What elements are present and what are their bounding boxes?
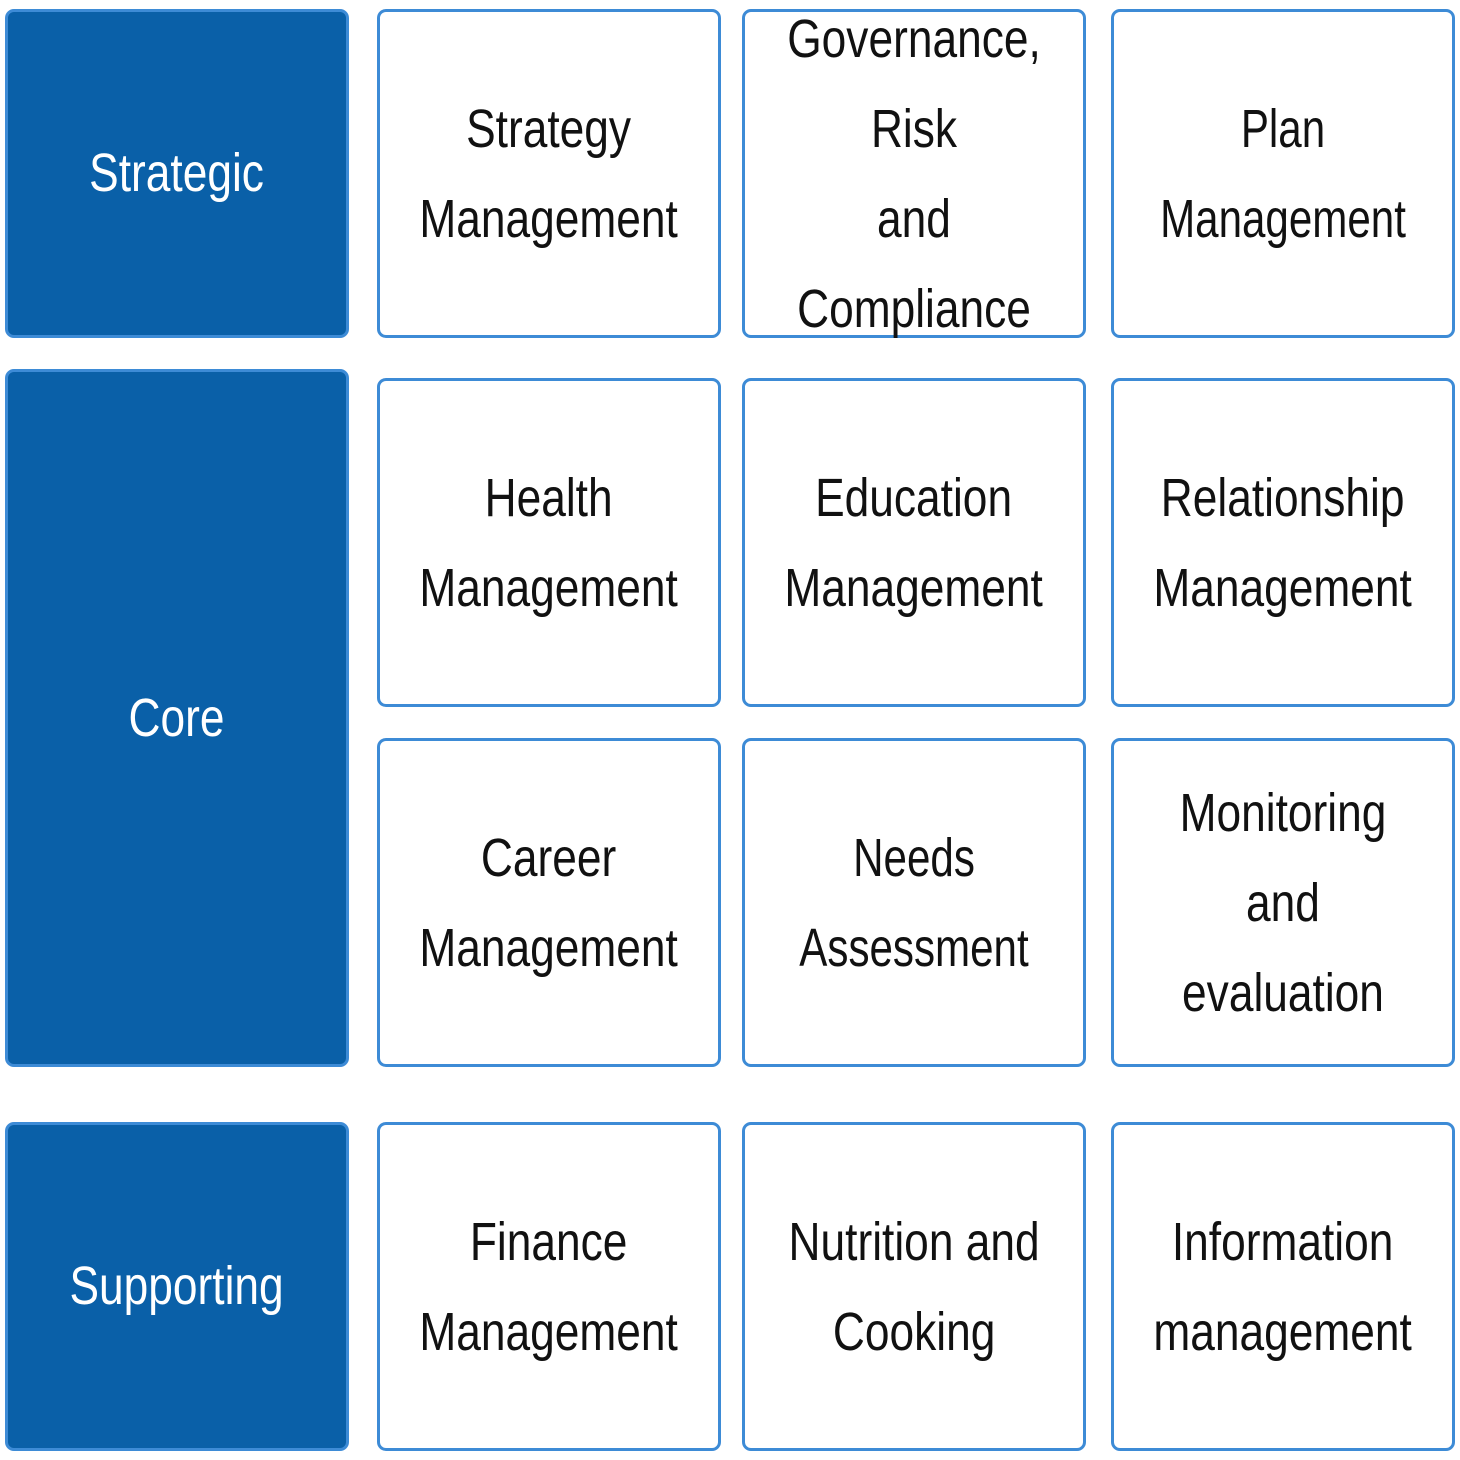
capability-label: Nutrition and Cooking	[788, 1211, 1040, 1362]
capability-information-management: Information management	[1111, 1122, 1455, 1451]
capability-label: Governance, Risk and Compliance	[787, 8, 1041, 339]
capability-relationship-management: Relationship Management	[1111, 378, 1455, 707]
capability-career-management: Career Management	[377, 738, 721, 1067]
capability-label: Health Management	[419, 467, 679, 618]
category-supporting-label: Supporting	[69, 1256, 285, 1317]
capability-education-management: Education Management	[742, 378, 1086, 707]
capability-needs-assessment: Needs Assessment	[742, 738, 1086, 1067]
capability-label: Education Management	[784, 467, 1044, 618]
category-core: Core	[5, 369, 349, 1067]
capability-strategy-management: Strategy Management	[377, 9, 721, 338]
capability-label: Career Management	[419, 827, 679, 978]
capability-label: Plan Management	[1160, 98, 1406, 249]
category-supporting: Supporting	[5, 1122, 349, 1451]
capability-label: Information management	[1153, 1211, 1413, 1362]
capability-plan-management: Plan Management	[1111, 9, 1455, 338]
capability-governance-risk-compliance: Governance, Risk and Compliance	[742, 9, 1086, 339]
capability-health-management: Health Management	[377, 378, 721, 707]
category-strategic: Strategic	[5, 9, 349, 338]
capability-label: Finance Management	[419, 1211, 679, 1362]
category-core-label: Core	[129, 687, 225, 748]
capability-nutrition-cooking: Nutrition and Cooking	[742, 1122, 1086, 1451]
capability-label: Strategy Management	[419, 98, 679, 249]
capability-label: Relationship Management	[1153, 467, 1413, 618]
capability-label: Needs Assessment	[799, 827, 1029, 978]
capability-finance-management: Finance Management	[377, 1122, 721, 1451]
capability-monitoring-evaluation: Monitoring and evaluation	[1111, 738, 1455, 1067]
category-strategic-label: Strategic	[89, 143, 265, 204]
capability-label: Monitoring and evaluation	[1179, 782, 1387, 1023]
